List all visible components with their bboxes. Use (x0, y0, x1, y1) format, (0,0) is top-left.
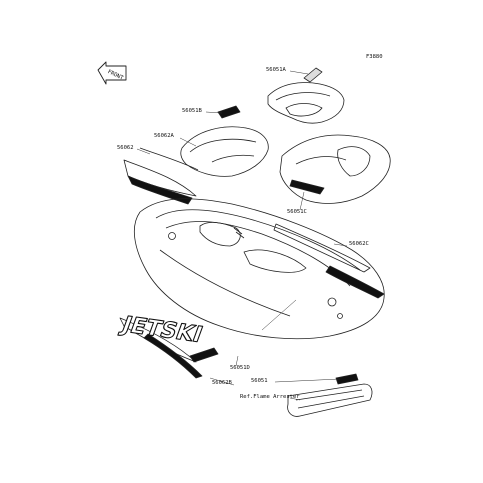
figure-code: F3880 (366, 54, 383, 60)
jetski-decal: JETSKI (116, 311, 207, 348)
jetski-decal-text: JETSKI (117, 312, 206, 348)
label-56051d: 56051D (230, 365, 250, 371)
side-stripe-decal-right (273, 223, 385, 299)
label-56062c: 56062C (349, 241, 369, 247)
main-hull (134, 198, 385, 340)
label-56051b: 56051B (182, 108, 202, 114)
label-56051a: 56051A (266, 67, 286, 73)
hood-part (267, 67, 345, 124)
front-arrow-icon: FRONT (97, 61, 127, 85)
leader-lines (136, 70, 348, 401)
lower-stripe-decal (119, 317, 219, 379)
side-stripe-decal-left (123, 147, 199, 205)
label-56062a: 56062A (154, 133, 174, 139)
front-hood-cover (180, 105, 269, 177)
label-56062: 56062 (117, 145, 134, 151)
label-56051c: 56051C (287, 209, 307, 215)
flame-arrester-cover (287, 373, 373, 417)
label-56062b: 56062B (212, 380, 232, 386)
deck-cover (279, 134, 391, 204)
label-ref-flame-arrester: Ref.Flame Arrester (240, 394, 300, 400)
label-56051: 56051 (251, 378, 268, 384)
